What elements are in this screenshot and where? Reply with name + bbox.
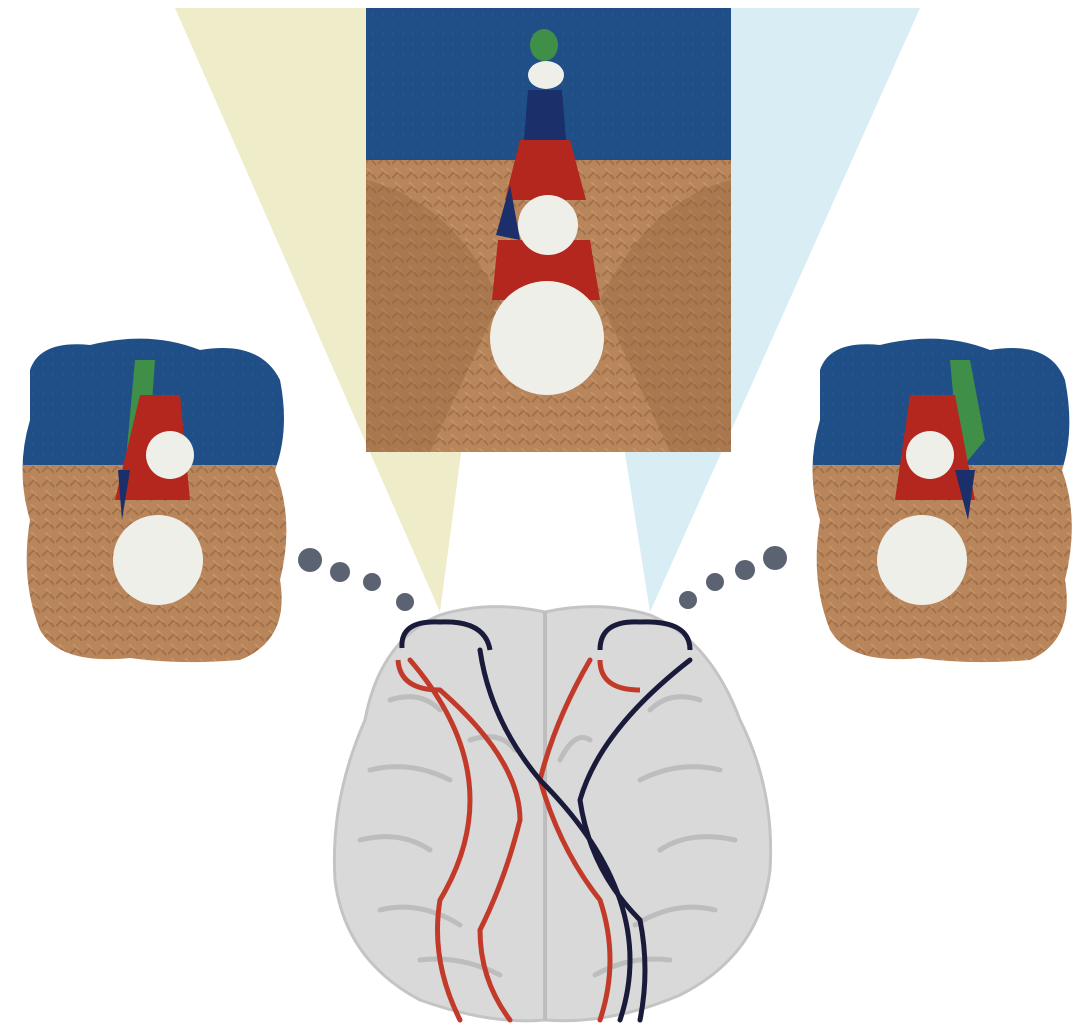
left-eye-view [10, 330, 300, 675]
right-eye-view [800, 330, 1077, 675]
central-scene [366, 8, 731, 452]
left-link-dots [298, 548, 414, 611]
right-link-dots [679, 546, 787, 609]
